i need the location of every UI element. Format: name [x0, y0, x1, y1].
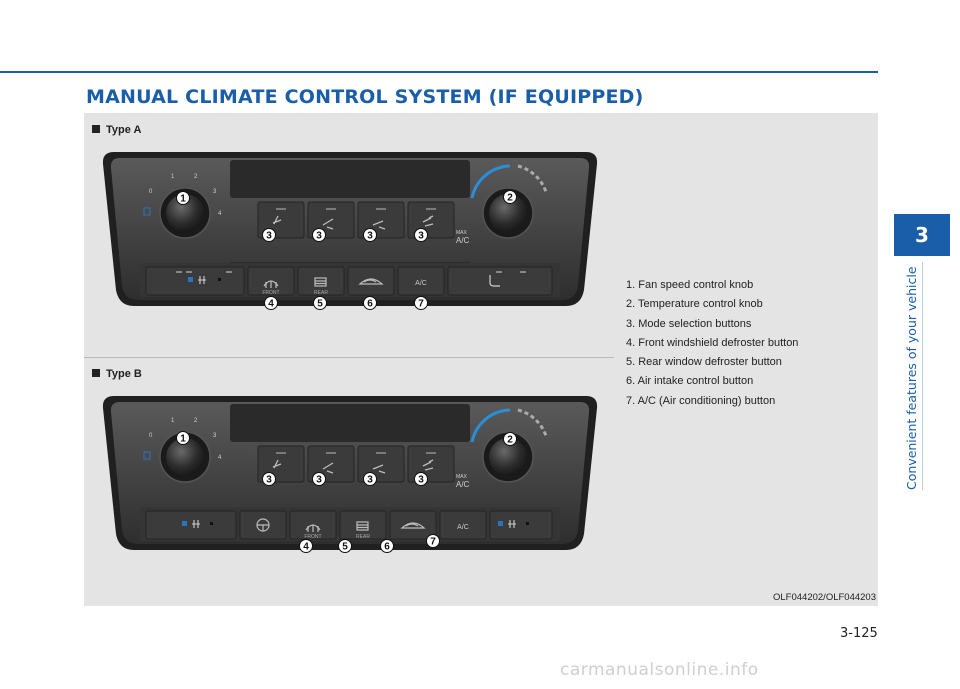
callout-2: 2 [503, 432, 517, 446]
seat-button-right [447, 266, 553, 296]
callout-6: 6 [380, 539, 394, 553]
svg-text:3: 3 [316, 475, 322, 486]
svg-text:1: 1 [180, 194, 186, 205]
callout-4: 4 [299, 539, 313, 553]
svg-text:5: 5 [342, 542, 348, 553]
svg-text:MAX: MAX [456, 474, 468, 480]
rear-seat-button-left [145, 266, 245, 296]
svg-text:5: 5 [317, 299, 323, 310]
svg-text:4: 4 [303, 542, 309, 553]
bullet-square-icon [92, 369, 100, 377]
callout-7: 7 [426, 534, 440, 548]
svg-text:1: 1 [171, 418, 175, 424]
type-b-label: Type B [92, 368, 142, 380]
callout-3: 3 [363, 228, 377, 242]
svg-text:7: 7 [430, 537, 436, 548]
svg-text:4: 4 [268, 299, 274, 310]
header-rule [0, 71, 878, 73]
figure-code: OLF044202/OLF044203 [773, 592, 876, 603]
bullet-square-icon [92, 125, 100, 133]
legend-item: 4. Front windshield defroster button [626, 336, 799, 349]
svg-text:4: 4 [218, 211, 222, 217]
callout-legend: 1. Fan speed control knob 2. Temperature… [626, 276, 866, 411]
ac-button-text: A/C [457, 524, 469, 531]
svg-text:2: 2 [507, 193, 513, 204]
callout-7: 7 [414, 296, 428, 310]
svg-text:6: 6 [367, 299, 373, 310]
callout-5: 5 [313, 296, 327, 310]
fan-knob [166, 438, 204, 476]
display-window [230, 160, 470, 198]
seat-button-right [489, 510, 553, 540]
callout-3: 3 [262, 228, 276, 242]
svg-text:A/C: A/C [456, 480, 470, 489]
svg-text:MAX: MAX [456, 230, 468, 236]
fan-knob [166, 194, 204, 232]
callout-5: 5 [338, 539, 352, 553]
callout-2: 2 [503, 190, 517, 204]
temp-knob [489, 194, 527, 232]
air-intake-button [389, 510, 437, 540]
legend-item: 3. Mode selection buttons [626, 317, 752, 330]
svg-text:3: 3 [266, 475, 272, 486]
legend-item: 6. Air intake control button [626, 375, 754, 388]
callout-1: 1 [176, 191, 190, 205]
ac-button-text: A/C [415, 280, 427, 287]
air-intake-button [347, 266, 395, 296]
svg-text:3: 3 [418, 475, 424, 486]
svg-text:3: 3 [316, 231, 322, 242]
callout-3: 3 [312, 472, 326, 486]
figure-divider [84, 357, 614, 358]
svg-text:4: 4 [218, 455, 222, 461]
legend-item: 1. Fan speed control knob [626, 279, 754, 291]
callout-3: 3 [414, 228, 428, 242]
callout-6: 6 [363, 296, 377, 310]
type-a-text: Type A [106, 124, 142, 136]
page-number: 3-125 [840, 626, 878, 641]
legend-item: 2. Temperature control knob [626, 298, 763, 311]
page-title: MANUAL CLIMATE CONTROL SYSTEM (IF EQUIPP… [86, 86, 644, 108]
rear-label-text: REAR [314, 290, 328, 296]
svg-text:1: 1 [180, 434, 186, 445]
type-a-label: Type A [92, 124, 141, 136]
svg-text:0: 0 [149, 189, 153, 195]
callout-3: 3 [363, 472, 377, 486]
callout-1: 1 [176, 431, 190, 445]
svg-text:7: 7 [418, 299, 424, 310]
climate-panel-type-b: A/C FRONT REAR 0 1 2 3 4 MAX A/C 1 2 3 3… [100, 394, 600, 554]
seat-button-left [145, 510, 237, 540]
chapter-title: Convenient features of your vehicle [904, 266, 919, 490]
type-b-text: Type B [106, 368, 142, 380]
watermark: carmanualsonline.info [560, 660, 759, 680]
side-rule [922, 262, 923, 490]
svg-text:FRONT: FRONT [304, 534, 321, 540]
svg-text:2: 2 [194, 418, 198, 424]
callout-3: 3 [312, 228, 326, 242]
svg-text:3: 3 [213, 189, 217, 195]
svg-text:1: 1 [171, 174, 175, 180]
front-label-text: FRONT [262, 290, 279, 296]
ac-button [397, 266, 445, 296]
svg-text:2: 2 [507, 435, 513, 446]
svg-text:3: 3 [367, 231, 373, 242]
svg-text:3: 3 [213, 433, 217, 439]
svg-text:3: 3 [266, 231, 272, 242]
temp-knob [489, 438, 527, 476]
climate-panel-type-a: A/C FRONT REAR 0 1 2 3 4 MAX A/C 1 2 3 3… [100, 150, 600, 310]
svg-text:3: 3 [418, 231, 424, 242]
legend-item: 7. A/C (Air conditioning) button [626, 394, 776, 407]
svg-text:2: 2 [194, 174, 198, 180]
svg-text:REAR: REAR [356, 534, 370, 540]
display-window [230, 404, 470, 442]
svg-text:A/C: A/C [456, 236, 470, 245]
svg-text:6: 6 [384, 542, 390, 553]
svg-text:3: 3 [367, 475, 373, 486]
svg-text:0: 0 [149, 433, 153, 439]
legend-item: 5. Rear window defroster button [626, 356, 782, 369]
ac-button [439, 510, 487, 540]
callout-3: 3 [414, 472, 428, 486]
callout-3: 3 [262, 472, 276, 486]
chapter-tab[interactable]: 3 [894, 214, 950, 256]
callout-4: 4 [264, 296, 278, 310]
